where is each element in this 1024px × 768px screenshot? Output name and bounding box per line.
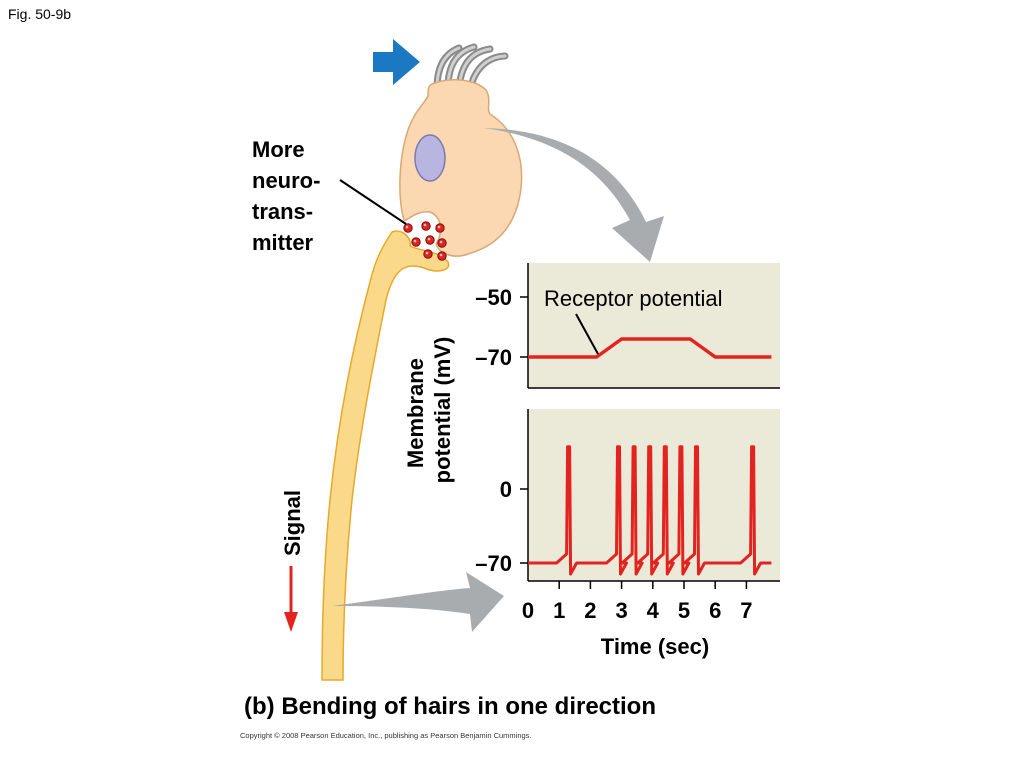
callout-line-1: More — [252, 137, 305, 162]
figure-label: Fig. 50-9b — [8, 6, 72, 22]
receptor-y-tick-label: –50 — [475, 285, 512, 310]
receptor-label-pointer — [575, 313, 599, 355]
neurotransmitter-vesicles — [403, 221, 447, 261]
neurotransmitter-callout-line — [339, 179, 407, 225]
action-y-tick-label: –70 — [475, 551, 512, 576]
curved-arrow-icon — [484, 128, 664, 262]
nucleus — [414, 134, 446, 182]
time-tick-label: 1 — [553, 598, 565, 623]
callout-line-3: trans- — [252, 199, 313, 224]
action-y-tick-label: 0 — [500, 477, 512, 502]
time-tick-label: 5 — [678, 598, 690, 623]
signal-arrow-icon — [284, 566, 298, 632]
sensory-neuron-axon — [321, 230, 450, 681]
x-axis-title: Time (sec) — [601, 634, 709, 659]
y-axis-title-line-1: Membrane — [403, 358, 428, 468]
y-axis-title: Membrane potential (mV) — [403, 337, 455, 484]
receptor-potential-trace — [528, 337, 772, 359]
signal-label: Signal — [280, 490, 305, 556]
time-tick-label: 7 — [740, 598, 752, 623]
receptor-potential-panel: –50 –70 Receptor potential — [475, 263, 780, 389]
receptor-y-tick-label: –70 — [475, 345, 512, 370]
time-tick-label: 4 — [647, 598, 660, 623]
action-potential-trace — [528, 445, 772, 576]
copyright-notice: Copyright © 2008 Pearson Education, Inc.… — [240, 731, 532, 740]
receptor-potential-label: Receptor potential — [544, 286, 723, 311]
receptor-plot-background — [528, 263, 780, 388]
time-tick-label: 2 — [584, 598, 596, 623]
callout-line-2: neuro- — [252, 168, 320, 193]
time-tick-label: 3 — [615, 598, 627, 623]
figure-caption: (b) Bending of hairs in one direction — [244, 693, 656, 720]
callout-line-4: mitter — [252, 230, 314, 255]
time-tick-label: 6 — [709, 598, 721, 623]
direction-arrow-icon — [373, 39, 420, 85]
hair-cell-body — [399, 78, 523, 257]
neurotransmitter-label: More neuro- trans- mitter — [252, 137, 327, 255]
axon-signal-arrow-icon — [332, 572, 504, 632]
time-tick-label: 0 — [522, 598, 534, 623]
y-axis-title-line-2: potential (mV) — [430, 337, 455, 484]
